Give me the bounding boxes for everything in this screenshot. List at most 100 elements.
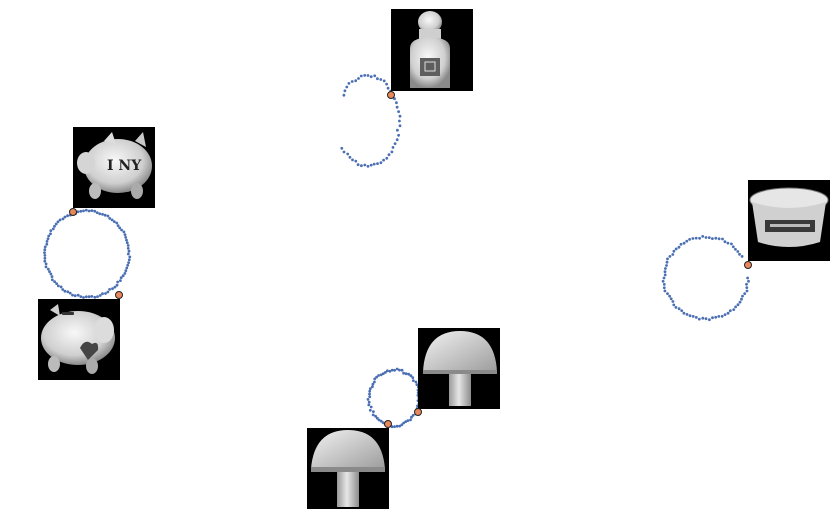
trajectory-point [111, 287, 114, 291]
trajectory-point [668, 294, 671, 298]
trajectory-point [397, 133, 400, 137]
trajectory-point [414, 380, 418, 384]
trajectory-point [384, 371, 387, 374]
trajectory-point [350, 80, 354, 83]
trajectory-point [95, 211, 99, 215]
trajectory-mushroom [366, 367, 421, 429]
trajectory-point [49, 232, 52, 236]
anchor-marker-mushroom-far [384, 420, 392, 428]
trajectory-point [367, 400, 371, 404]
trajectory-point [680, 309, 684, 312]
trajectory-point [371, 382, 375, 386]
trajectory-point [682, 311, 686, 315]
trajectory-point [402, 371, 405, 375]
trajectory-point [714, 236, 718, 240]
thumbnail-piggy-bank-front: I NY [73, 127, 155, 208]
trajectory-point [368, 395, 372, 399]
trajectory-point [84, 295, 88, 299]
trajectory-point [106, 214, 110, 218]
trajectory-point [665, 264, 668, 267]
trajectory-point [701, 316, 705, 320]
trajectory-point [51, 227, 55, 231]
trajectory-point [50, 275, 54, 278]
trajectory-point [679, 242, 683, 246]
trajectory-point [740, 297, 743, 301]
trajectory-point [120, 228, 123, 232]
trajectory-point [46, 267, 50, 271]
trajectory-point [390, 150, 394, 154]
trajectory-point [379, 419, 383, 423]
trajectory-point [87, 295, 91, 299]
trajectory-point [49, 229, 53, 233]
trajectory-point [354, 159, 358, 163]
trajectory-point [43, 259, 47, 263]
trajectory-point [682, 241, 686, 245]
trajectory-point [377, 374, 380, 377]
trajectory-point [685, 313, 689, 316]
trajectory-point [347, 82, 351, 85]
trajectory-point [677, 245, 681, 249]
trajectory-point [377, 418, 381, 422]
trajectory-point [375, 375, 378, 379]
trajectory-point [127, 258, 131, 262]
trajectory-point [381, 372, 385, 375]
trajectory-point [694, 236, 698, 240]
trajectory-point [55, 282, 58, 285]
trajectory-point [113, 285, 117, 289]
trajectory-point [740, 255, 744, 258]
trajectory-point [373, 380, 376, 384]
trajectory-point [363, 74, 367, 77]
trajectory-point [382, 79, 386, 83]
trajectory-point [125, 241, 129, 245]
trajectory-point [728, 309, 732, 313]
trajectory-point [736, 303, 740, 307]
trajectory-point [368, 392, 371, 396]
trajectory-point [671, 253, 675, 256]
trajectory-point [717, 237, 721, 241]
trajectory-point [47, 234, 51, 238]
trajectory-point [738, 252, 741, 256]
trajectory-point [746, 276, 749, 280]
trajectory-point [691, 237, 695, 240]
trajectory-point [714, 315, 718, 319]
trajectory-point [61, 288, 65, 291]
trajectory-point [58, 218, 62, 222]
trajectory-point [87, 209, 91, 213]
trajectory-point [387, 153, 391, 157]
trajectory-point [688, 314, 692, 318]
trajectory-point [379, 373, 383, 377]
trajectory-point [371, 413, 375, 417]
trajectory-tub [661, 235, 750, 322]
trajectory-point [677, 307, 681, 311]
trajectory-point [98, 294, 102, 297]
trajectory-point [662, 286, 666, 290]
trajectory-point [745, 282, 748, 286]
trajectory-point [369, 405, 373, 409]
trajectory-point [343, 89, 347, 93]
trajectory-point [372, 162, 376, 166]
trajectory-point [346, 152, 350, 156]
trajectory-point [717, 315, 721, 318]
trajectory-point [385, 156, 389, 160]
trajectory-point [128, 255, 132, 259]
trajectory-point [731, 245, 735, 249]
trajectory-point [45, 240, 49, 243]
trajectory-point [707, 236, 711, 240]
trajectory-point [374, 414, 377, 418]
trajectory-point [711, 237, 714, 241]
trajectory-point [44, 262, 48, 266]
trajectory-point [379, 161, 383, 165]
trajectory-point [90, 209, 94, 213]
trajectory-point [734, 247, 737, 251]
trajectory-point [43, 251, 46, 255]
trajectory-point [726, 241, 730, 245]
trajectory-point [393, 97, 396, 101]
trajectory-point [372, 410, 375, 413]
trajectory-point [359, 74, 363, 78]
trajectory-point [666, 292, 669, 295]
trajectory-point [68, 291, 72, 295]
trajectory-point [406, 419, 410, 422]
trajectory-point [118, 226, 122, 230]
trajectory-point [674, 306, 678, 309]
trajectory-point [738, 300, 742, 304]
